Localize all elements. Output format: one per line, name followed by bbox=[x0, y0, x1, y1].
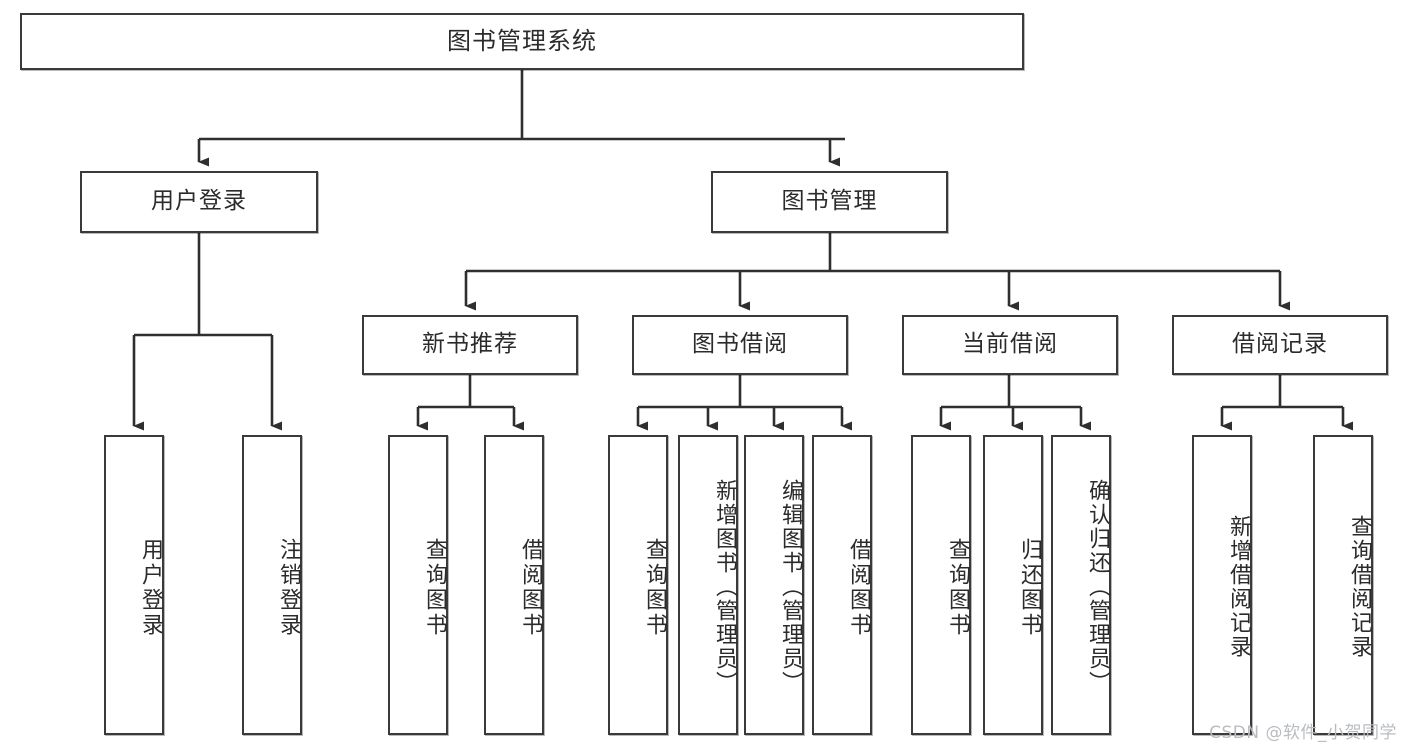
node-leaf-user-login[interactable]: 用户登录 bbox=[104, 435, 164, 735]
node-leaf-query-book-2[interactable]: 查询图书 bbox=[608, 435, 668, 735]
node-leaf-add-record[interactable]: 新增借阅记录 bbox=[1192, 435, 1252, 735]
node-leaf-add-book[interactable]: 新增图书（管理员） bbox=[678, 435, 738, 735]
node-leaf-query-book-1[interactable]: 查询图书 bbox=[388, 435, 448, 735]
node-leaf-user-logout[interactable]: 注销登录 bbox=[242, 435, 302, 735]
node-root[interactable]: 图书管理系统 bbox=[20, 13, 1024, 70]
node-user-login[interactable]: 用户登录 bbox=[80, 171, 318, 233]
node-borrow-record[interactable]: 借阅记录 bbox=[1172, 315, 1388, 375]
node-new-book-recommend[interactable]: 新书推荐 bbox=[362, 315, 578, 375]
node-current-borrow[interactable]: 当前借阅 bbox=[902, 315, 1118, 375]
csdn-watermark: CSDN @软件_小贺同学 bbox=[1209, 723, 1397, 743]
node-book-borrow[interactable]: 图书借阅 bbox=[632, 315, 848, 375]
node-leaf-query-book-3[interactable]: 查询图书 bbox=[911, 435, 971, 735]
node-leaf-confirm-return[interactable]: 确认归还（管理员） bbox=[1051, 435, 1111, 735]
node-leaf-borrow-book-2[interactable]: 借阅图书 bbox=[812, 435, 872, 735]
node-book-manage[interactable]: 图书管理 bbox=[711, 171, 948, 233]
node-leaf-edit-book[interactable]: 编辑图书（管理员） bbox=[744, 435, 804, 735]
node-leaf-query-record[interactable]: 查询借阅记录 bbox=[1313, 435, 1373, 735]
node-leaf-borrow-book-1[interactable]: 借阅图书 bbox=[484, 435, 544, 735]
node-leaf-return-book[interactable]: 归还图书 bbox=[983, 435, 1043, 735]
